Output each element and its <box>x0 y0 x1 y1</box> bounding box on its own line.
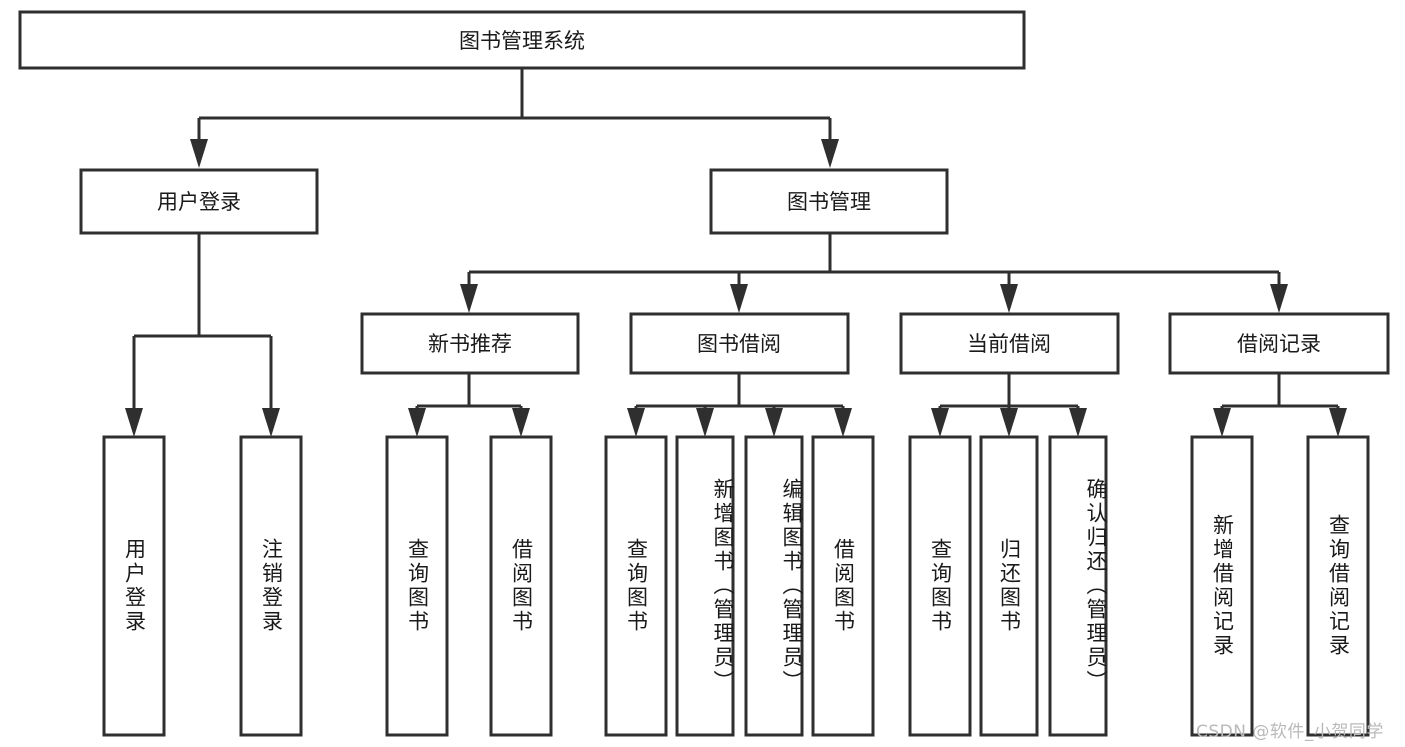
node-root[interactable]: 图书管理系统 <box>18 10 1026 70</box>
csdn-watermark: CSDN @软件_小贺同学 <box>1196 722 1384 742</box>
node-borrow-record[interactable]: 借阅记录 <box>1168 312 1390 375</box>
connector-group-current-borrow <box>931 373 1087 437</box>
arrow-head-book-management <box>821 139 839 168</box>
arrow-head-leaf-edit-book <box>765 408 783 437</box>
node-book-borrow[interactable]: 图书借阅 <box>629 312 850 375</box>
connector-group-book-borrow <box>627 373 852 437</box>
arrow-head-book-borrow <box>730 284 748 313</box>
node-root-box[interactable] <box>18 10 1026 70</box>
connector-group-user-login <box>125 233 280 437</box>
node-leaf-query-record-box[interactable] <box>1306 435 1370 737</box>
arrow-head-leaf-confirm-return <box>1069 408 1087 437</box>
connector-group-borrow-record <box>1213 373 1347 437</box>
node-leaf-query-book-3-box[interactable] <box>908 435 972 737</box>
node-book-management-label: 图书管理 <box>787 190 871 214</box>
arrow-head-new-book-recommend <box>460 284 478 313</box>
node-new-book-recommend-label: 新书推荐 <box>428 332 512 356</box>
arrow-head-leaf-logout-login <box>262 408 280 437</box>
connector-group-book-management <box>460 233 1288 313</box>
node-borrow-record-label: 借阅记录 <box>1237 332 1321 356</box>
arrow-head-leaf-user-login <box>125 408 143 437</box>
node-leaf-return-book-box[interactable] <box>979 435 1039 737</box>
node-book-borrow-label: 图书借阅 <box>697 332 781 356</box>
node-user-login-box[interactable] <box>79 168 319 235</box>
arrow-head-leaf-query-book-1 <box>408 408 426 437</box>
arrow-head-current-borrow <box>1000 284 1018 313</box>
node-leaf-query-book-2-box[interactable] <box>604 435 668 737</box>
node-current-borrow[interactable]: 当前借阅 <box>899 312 1120 375</box>
arrow-head-leaf-borrow-book-1 <box>512 408 530 437</box>
node-leaf-borrow-book-1-box[interactable] <box>489 435 553 737</box>
arrow-head-user-login <box>190 139 208 168</box>
node-new-book-recommend[interactable]: 新书推荐 <box>360 312 580 375</box>
node-leaf-add-record-box[interactable] <box>1190 435 1254 737</box>
arrow-head-leaf-query-book-3 <box>931 408 949 437</box>
node-leaf-borrow-book-2-box[interactable] <box>811 435 875 737</box>
node-leaf-query-book-1-box[interactable] <box>385 435 449 737</box>
node-book-management-box[interactable] <box>709 168 949 235</box>
node-borrow-record-box[interactable] <box>1168 312 1390 375</box>
node-leaf-user-login-box[interactable] <box>102 435 166 737</box>
node-leaf-edit-book-box[interactable] <box>744 435 804 737</box>
arrow-head-leaf-borrow-book-2 <box>834 408 852 437</box>
arrow-head-borrow-record <box>1270 284 1288 313</box>
node-user-login-label: 用户登录 <box>157 190 241 214</box>
connector-group-root <box>190 68 839 168</box>
node-root-label: 图书管理系统 <box>459 29 585 53</box>
arrow-head-leaf-query-book-2 <box>627 408 645 437</box>
node-book-borrow-box[interactable] <box>629 312 850 375</box>
node-user-login[interactable]: 用户登录 <box>79 168 319 235</box>
arrow-head-leaf-add-record <box>1213 408 1231 437</box>
node-leaf-confirm-return-box[interactable] <box>1048 435 1108 737</box>
node-leaf-add-book-box[interactable] <box>675 435 735 737</box>
arrow-head-leaf-add-book <box>696 408 714 437</box>
node-current-borrow-box[interactable] <box>899 312 1120 375</box>
node-new-book-recommend-box[interactable] <box>360 312 580 375</box>
connector-group-new-book-recommend <box>408 373 530 437</box>
node-current-borrow-label: 当前借阅 <box>967 332 1051 356</box>
arrow-head-leaf-query-record <box>1329 408 1347 437</box>
node-book-management[interactable]: 图书管理 <box>709 168 949 235</box>
node-leaf-logout-login-box[interactable] <box>239 435 303 737</box>
arrow-head-leaf-return-book <box>1000 408 1018 437</box>
